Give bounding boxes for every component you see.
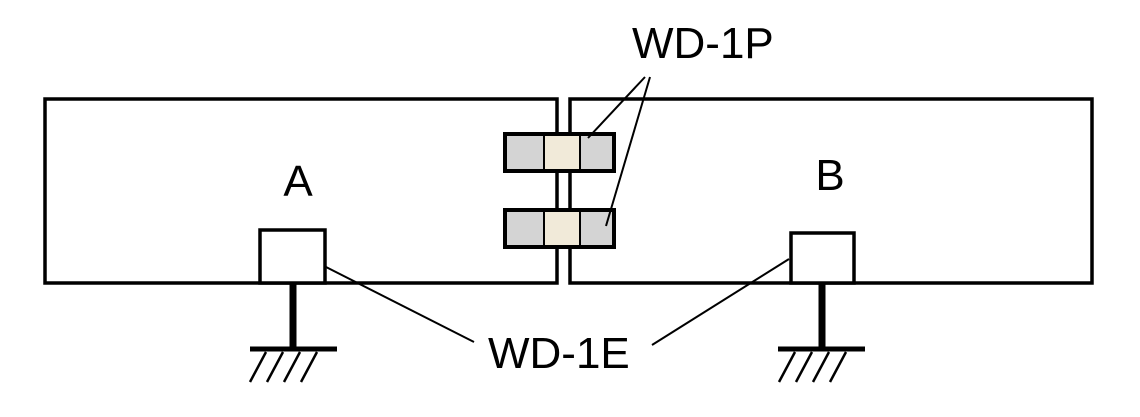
end-damper-b [789,231,856,285]
pad-bottom-left-segment [504,209,545,248]
label-pad-damper: WD-1P [632,19,774,68]
pad-bottom-outline [503,208,616,249]
ground-support-b [777,283,865,383]
leader-end-b [651,258,790,346]
ground-support-a [248,283,337,383]
pad-damper-bottom [503,208,616,249]
pad-top-right-segment [579,133,615,172]
pad-top-left-segment [504,133,545,172]
pad-damper-top [503,132,616,173]
label-block-a: A [283,157,313,206]
leader-pad-bottom [605,76,651,227]
leader-pad-top [587,76,646,139]
label-end-damper: WD-1E [488,329,630,378]
pad-top-center-segment [543,133,581,172]
label-block-b: B [815,151,844,200]
pad-top-outline [503,132,616,173]
leader-end-a [325,266,475,343]
end-damper-a [258,228,327,285]
pad-bottom-center-segment [543,209,581,248]
